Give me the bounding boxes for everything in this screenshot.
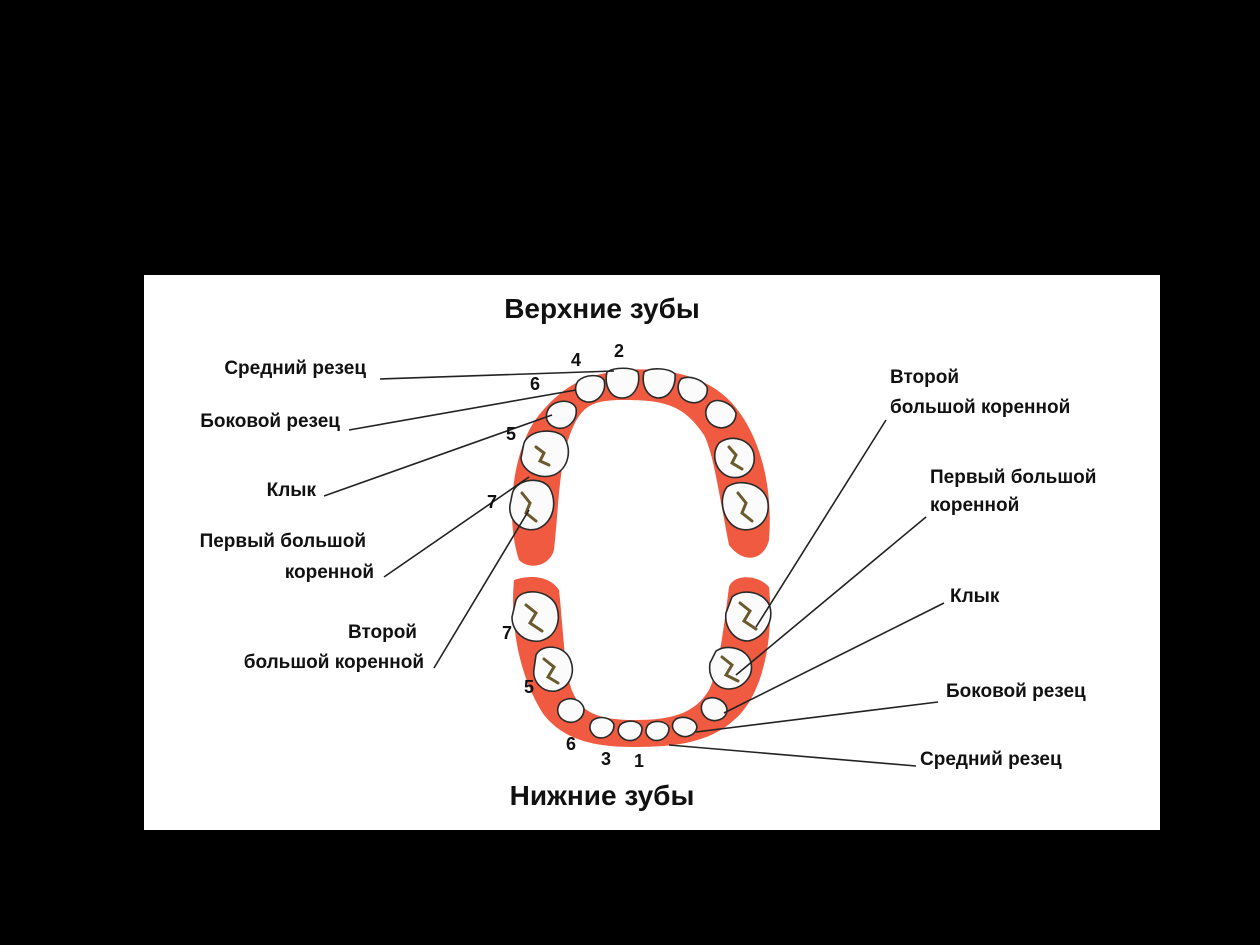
- leader-lines: [323, 370, 945, 767]
- left-label-second-molar-line1: Второй: [348, 622, 417, 643]
- upper-lateral-incisor-left: [574, 374, 606, 403]
- diagram-panel: Верхние зубы Нижние зубы: [144, 275, 1160, 830]
- left-label-central-incisor: Средний резец: [224, 358, 366, 379]
- number-lower-central: 1: [634, 751, 644, 771]
- number-upper-first-molar: 5: [506, 424, 516, 444]
- right-label-second-molar-line1: Второй: [890, 367, 959, 388]
- number-lower-first-molar: 5: [524, 677, 534, 697]
- right-label-first-molar-line2: коренной: [930, 495, 1019, 516]
- upper-central-incisor-right: [642, 368, 676, 399]
- lower-canine-right: [700, 696, 728, 722]
- right-label-central-incisor: Средний резец: [920, 749, 1062, 770]
- left-label-lateral-incisor: Боковой резец: [200, 411, 340, 432]
- number-upper-central: 2: [614, 341, 624, 361]
- left-label-first-molar-line1: Первый большой: [200, 531, 366, 552]
- number-upper-canine: 6: [530, 374, 540, 394]
- right-label-lateral-incisor: Боковой резец: [946, 681, 1086, 702]
- upper-canine-left: [545, 400, 578, 430]
- upper-central-incisor-left: [605, 367, 640, 399]
- upper-lateral-incisor-right: [677, 376, 709, 404]
- number-upper-second-molar: 7: [487, 492, 497, 512]
- upper-gum: [511, 369, 770, 566]
- upper-teeth: [509, 367, 769, 531]
- lower-central-incisor-right: [645, 720, 670, 742]
- lower-lateral-incisor-left: [589, 716, 615, 739]
- lower-teeth-title: Нижние зубы: [510, 780, 695, 811]
- lower-lateral-incisor-right: [671, 716, 698, 738]
- right-label-first-molar-line1: Первый большой: [930, 467, 1096, 488]
- lower-canine-left: [556, 697, 585, 724]
- right-label-canine: Клык: [950, 586, 1000, 607]
- left-label-canine: Клык: [267, 480, 317, 501]
- number-lower-second-molar: 7: [502, 623, 512, 643]
- number-lower-lateral: 3: [601, 749, 611, 769]
- teeth-diagram: Верхние зубы Нижние зубы: [200, 293, 1097, 811]
- right-label-second-molar-line2: большой коренной: [890, 397, 1070, 418]
- upper-second-molar-left: [509, 479, 555, 531]
- number-upper-lateral: 4: [571, 350, 581, 370]
- left-label-second-molar-line2: большой коренной: [244, 652, 424, 673]
- number-lower-canine: 6: [566, 734, 576, 754]
- left-label-first-molar-line2: коренной: [285, 562, 374, 583]
- lower-teeth: [511, 591, 772, 742]
- upper-canine-right: [705, 399, 737, 429]
- upper-teeth-title: Верхние зубы: [504, 293, 700, 324]
- lower-central-incisor-left: [617, 720, 643, 742]
